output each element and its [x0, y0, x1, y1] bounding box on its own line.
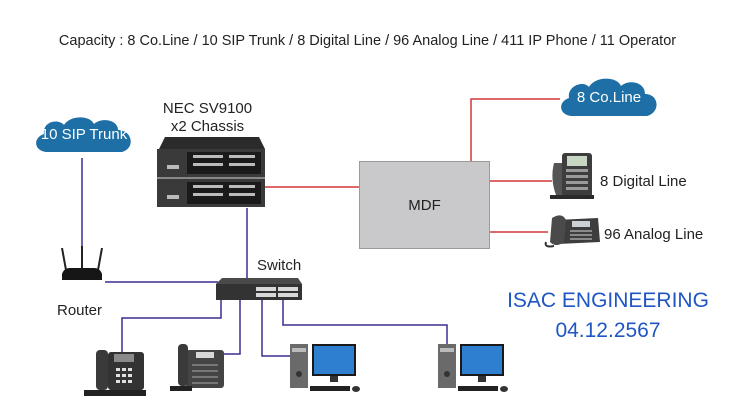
switch-icon: [216, 278, 302, 300]
brand-block: ISAC ENGINEERING 04.12.2567: [488, 286, 728, 346]
router-label: Router: [57, 302, 103, 319]
computer-icon: [438, 344, 508, 392]
mdf-label: MDF: [408, 196, 441, 214]
wire-switch-ipphone2: [222, 300, 241, 355]
analog-line-label: 96 Analog Line: [604, 226, 704, 243]
co-line-cloud: 8 Co.Line: [555, 74, 663, 122]
ip-phone-icon: [170, 344, 224, 391]
diagram-date: 04.12.2567: [555, 319, 661, 342]
pbx-chassis-icon: [157, 137, 265, 207]
pbx-chassis-count: x2 Chassis: [170, 118, 245, 135]
router-icon: [61, 246, 103, 280]
capacity-title: Capacity : 8 Co.Line / 10 SIP Trunk / 8 …: [58, 33, 677, 49]
analog-phone-icon: [544, 215, 600, 248]
wire-switch-pc2: [282, 300, 448, 345]
computer-icon: [290, 344, 360, 392]
wire-switch-pc1: [261, 300, 292, 357]
sip-trunk-label: 10 SIP Trunk: [40, 126, 128, 143]
sip-trunk-cloud: 10 SIP Trunk: [30, 112, 138, 160]
company-name: ISAC ENGINEERING: [507, 289, 709, 312]
ip-phone-icon: [84, 350, 146, 396]
switch-label: Switch: [257, 257, 302, 274]
cloud-icon: [561, 78, 657, 116]
pbx-model: NEC SV9100: [162, 100, 253, 117]
digital-line-label: 8 Digital Line: [600, 173, 687, 190]
wire-mdf-coline: [470, 98, 560, 161]
cloud-icon: [36, 117, 131, 152]
wire-switch-ipphone1: [121, 300, 222, 352]
mdf-box: MDF: [359, 161, 490, 249]
co-line-label: 8 Co.Line: [576, 89, 642, 106]
pbx-label: NEC SV9100 x2 Chassis: [150, 100, 265, 136]
digital-phone-icon: [550, 153, 594, 199]
